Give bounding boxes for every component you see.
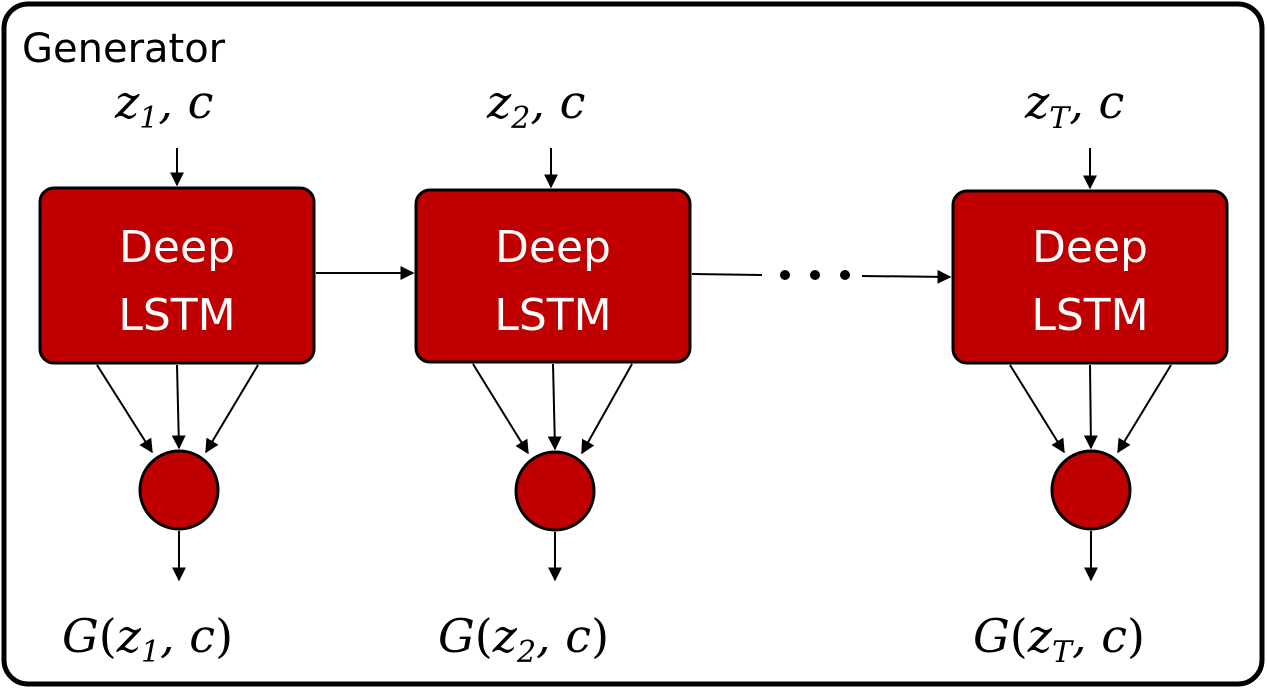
ellipsis-dot-2 [810, 270, 820, 280]
deep-lstm-box-2 [414, 188, 692, 364]
box-to-node-mid-arrow-1 [171, 364, 186, 450]
deep-lstm-label-2b: LSTM [494, 290, 611, 341]
input-label-T: zT, c [1024, 75, 1124, 136]
box-to-node-left-arrow-T [1009, 364, 1065, 454]
deep-lstm-label-2a: Deep [495, 222, 611, 273]
recurrent-arrow-dots-T [861, 269, 952, 284]
output-label-2: G(z2, c) [438, 609, 609, 670]
lstm-cell-T: zT, c Deep LSTM G(zT, c) [951, 75, 1229, 670]
box-to-node-left-arrow-2 [472, 363, 529, 455]
box-to-node-mid-arrow-T [1083, 364, 1098, 450]
box-to-node-right-arrow-T [1117, 364, 1172, 454]
recurrent-line-2-dots [691, 273, 763, 276]
ellipsis-dot-1 [780, 270, 790, 280]
box-to-node-left-arrow-1 [96, 364, 153, 454]
box-to-node-mid-arrow-2 [547, 363, 562, 451]
deep-lstm-label-Ta: Deep [1032, 222, 1148, 273]
box-to-node-right-arrow-1 [205, 364, 259, 454]
lstm-cell-2: z2, c Deep LSTM G(z2, c) [414, 75, 692, 670]
output-label-1: G(z1, c) [62, 609, 233, 670]
output-label-T: G(zT, c) [973, 609, 1145, 670]
deep-lstm-box-1 [38, 186, 316, 365]
output-node-2 [514, 450, 596, 532]
deep-lstm-label-1b: LSTM [118, 290, 235, 341]
deep-lstm-box-T [951, 189, 1229, 365]
input-label-2: z2, c [486, 75, 585, 136]
lstm-cell-1: z1, c Deep LSTM G(z1, c) [38, 75, 316, 670]
output-node-T [1050, 449, 1132, 531]
generator-title: Generator [22, 26, 226, 72]
ellipsis-dot-3 [840, 270, 850, 280]
box-to-node-right-arrow-2 [581, 363, 633, 455]
input-label-1: z1, c [114, 75, 213, 136]
deep-lstm-label-Tb: LSTM [1031, 290, 1148, 341]
deep-lstm-label-1a: Deep [119, 222, 235, 273]
output-node-1 [138, 449, 220, 531]
